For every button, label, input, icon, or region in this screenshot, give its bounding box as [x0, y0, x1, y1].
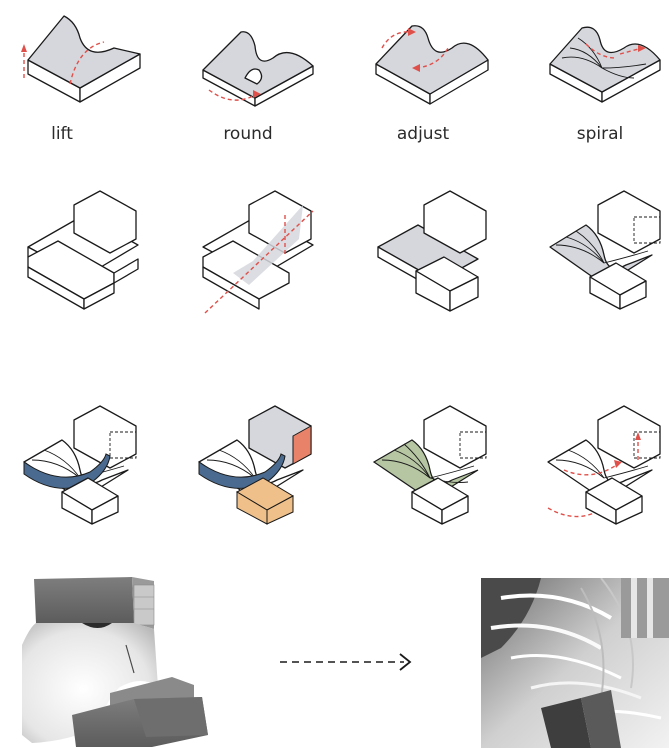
massing-void-diagram	[368, 185, 498, 320]
massing-spiral-diagram	[542, 185, 669, 320]
massing-cut-diagram	[193, 185, 323, 320]
massing-base-diagram	[18, 185, 148, 320]
physical-model-photo	[22, 575, 222, 748]
adjust-diagram	[368, 8, 498, 108]
step-label-round: round	[188, 124, 308, 144]
step-label-adjust: adjust	[363, 124, 483, 144]
round-diagram	[193, 8, 323, 108]
render-photo	[481, 578, 669, 748]
spiral-diagram	[542, 8, 669, 108]
program-flow-diagram	[542, 400, 669, 535]
program-circulation-diagram	[18, 400, 148, 535]
step-label-lift: lift	[2, 124, 122, 144]
program-landscape-diagram	[368, 400, 498, 535]
step-label-spiral: spiral	[540, 124, 660, 144]
process-arrow	[278, 650, 418, 674]
lift-diagram	[18, 8, 148, 108]
program-volumes-diagram	[193, 400, 323, 535]
